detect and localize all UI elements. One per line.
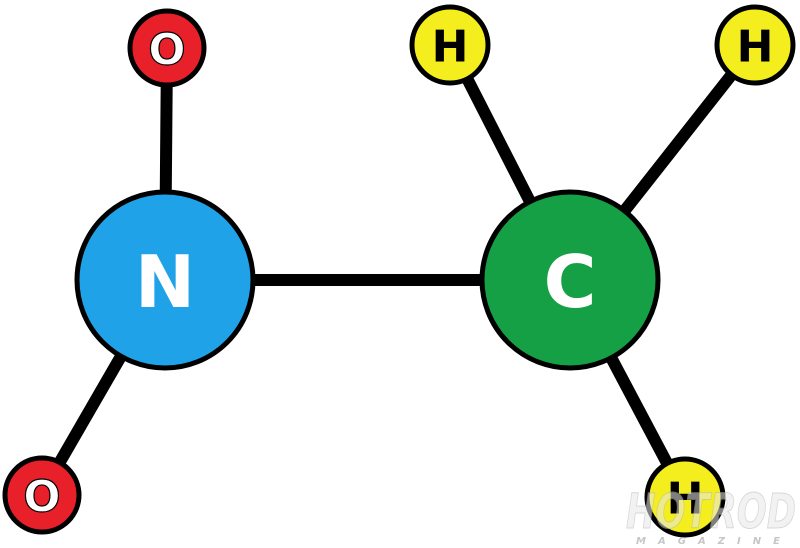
watermark-subtitle: MAGAZINE [636,536,786,547]
oxygen-bottom-circle [2,455,82,535]
hydrogen-top-mid-label: H [432,22,469,73]
nitrogen-circle [74,189,256,371]
carbon-atom: C [479,189,661,371]
nitrogen-label: N [135,240,195,324]
hotrod-watermark-logo: HOTROD MAGAZINE [626,484,797,548]
hydrogen-atom-top-mid: H [409,4,491,86]
watermark-brand: HOTROD [626,484,796,540]
carbon-circle [479,189,661,371]
oxygen-top-circle [127,8,207,88]
oxygen-bottom-label: O [23,472,60,523]
nitrogen-atom: N [74,189,256,371]
hydrogen-top-mid-circle [409,4,491,86]
hydrogen-atom-bottom-right: H [644,456,726,538]
carbon-label: C [544,240,597,324]
hydrogen-bottom-right-circle [644,456,726,538]
hydrogen-bottom-right-label: H [667,474,704,525]
hydrogen-atom-top-right: H [714,4,796,86]
hydrogen-top-right-label: H [737,22,774,73]
oxygen-top-label: O [148,25,185,76]
oxygen-atom-top: O [127,8,207,88]
oxygen-atom-bottom: O [2,455,82,535]
hydrogen-top-right-circle [714,4,796,86]
